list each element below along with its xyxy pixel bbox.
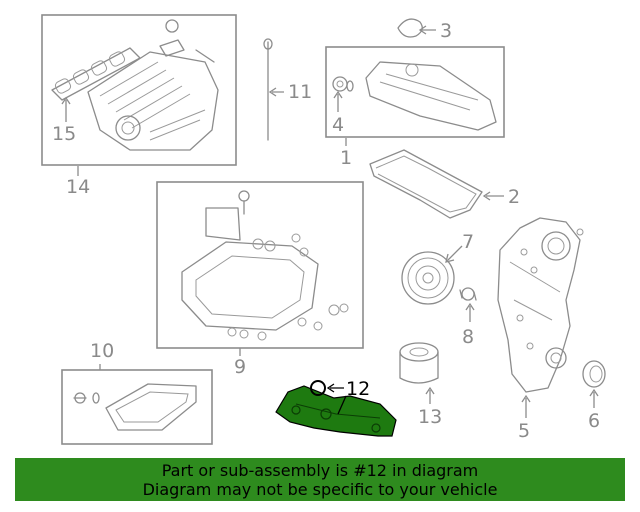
valve-cover-gasket-group: 2	[369, 149, 520, 219]
callout-3: 3	[440, 20, 452, 42]
leader-5	[521, 394, 531, 418]
lower-oil-pan-drawing	[105, 383, 197, 431]
callout-8: 8	[462, 326, 474, 348]
intake-manifold-box	[41, 14, 237, 166]
leader-8	[465, 302, 475, 322]
leader-3	[418, 25, 436, 35]
leader-2	[482, 191, 504, 201]
leader-12b	[337, 395, 347, 415]
info-banner: Part or sub-assembly is #12 in diagram D…	[15, 458, 625, 501]
leader-12	[326, 383, 344, 393]
leader-13	[425, 386, 435, 404]
front-seal-drawing	[582, 360, 606, 388]
oil-filter-drawing	[399, 351, 439, 384]
oil-cap-group: 3	[397, 18, 452, 42]
lower-oil-pan-group: 10	[61, 340, 213, 445]
valve-cover-gasket-drawing	[369, 149, 483, 219]
callout-14: 14	[66, 176, 90, 198]
callout-5: 5	[518, 420, 530, 442]
callout-1: 1	[340, 147, 352, 169]
crank-pulley-group: 7	[401, 231, 474, 305]
front-seal-group: 6	[582, 360, 606, 432]
pulley-bolt-drawing	[461, 287, 475, 301]
leader-4	[333, 90, 343, 112]
banner-line-1: Part or sub-assembly is #12 in diagram	[161, 461, 479, 480]
banner-line-2: Diagram may not be specific to your vehi…	[142, 480, 498, 499]
callout-15: 15	[52, 123, 76, 145]
callout-11: 11	[288, 81, 312, 103]
intake-gasket-drawing	[51, 47, 141, 101]
callout-6: 6	[588, 410, 600, 432]
leader-7	[445, 245, 463, 263]
part-12-o-ring	[310, 380, 326, 396]
callout-7: 7	[462, 231, 474, 253]
valve-cover-group: 4 1	[325, 46, 505, 169]
leader-15	[61, 96, 71, 122]
leader-11	[268, 87, 284, 97]
oil-pan-group: 9	[156, 181, 364, 378]
callout-13: 13	[418, 406, 442, 428]
parts-diagram: 15 14 11 3 4 1 2	[41, 14, 606, 445]
intake-manifold-group: 15 14	[41, 14, 237, 198]
oil-pan-box	[156, 181, 364, 349]
lower-oil-pan-box	[61, 369, 213, 445]
callout-4: 4	[332, 114, 344, 136]
valve-cover-drawing	[365, 61, 497, 131]
callout-12: 12	[346, 378, 370, 400]
bracket-drawing	[205, 207, 241, 241]
oil-cap-drawing	[397, 18, 423, 38]
pulley-bolt-group: 8	[459, 287, 477, 348]
timing-cover-group: 5	[497, 217, 584, 442]
crank-pulley-drawing	[401, 251, 455, 305]
callout-2: 2	[508, 186, 520, 208]
callout-10: 10	[90, 340, 114, 362]
valve-cover-box	[325, 46, 505, 138]
callout-9: 9	[234, 356, 246, 378]
dipstick-group: 11	[263, 38, 312, 141]
highlighted-part-12-group: 12	[275, 378, 397, 437]
oil-filter-group: 13	[399, 342, 442, 428]
intake-manifold-drawing	[87, 19, 219, 151]
part-12-bracket	[275, 385, 397, 437]
leader-6	[589, 388, 599, 408]
timing-cover-drawing	[497, 217, 581, 393]
oil-pan-drawing	[181, 241, 319, 331]
